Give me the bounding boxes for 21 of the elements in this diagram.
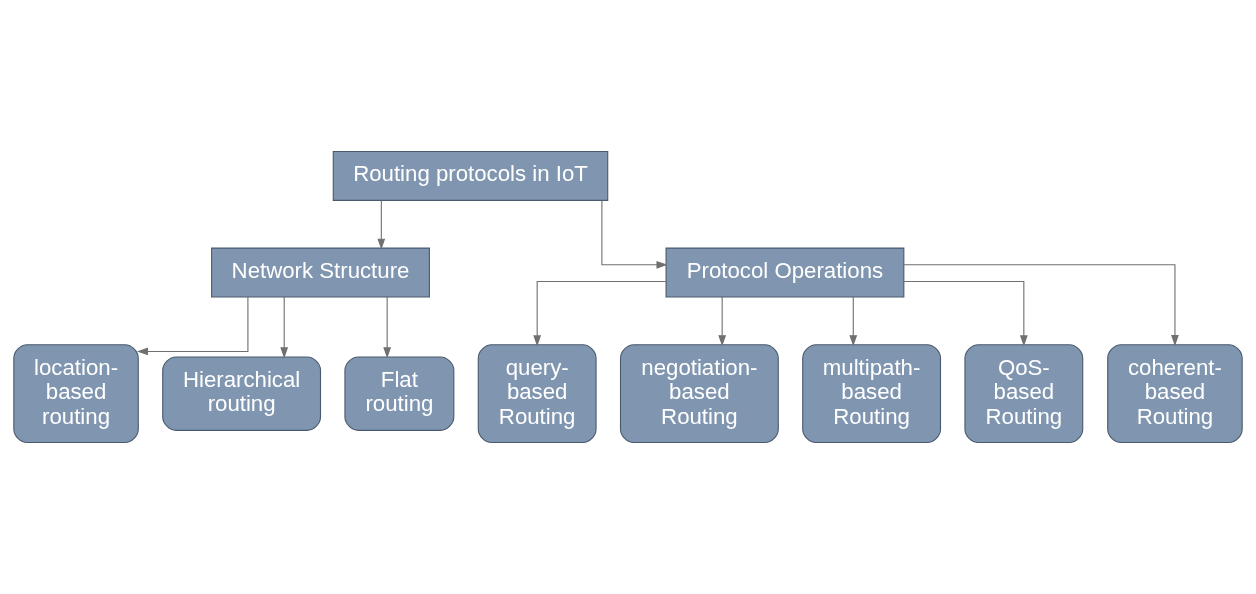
node-box: QoS-based Routing	[964, 344, 1084, 444]
arrow	[377, 200, 386, 250]
node-box: multipath-based Routing	[802, 344, 942, 444]
arrow	[280, 296, 289, 359]
arrow	[849, 296, 858, 347]
node-box: Network Structure	[211, 247, 430, 298]
arrow	[601, 200, 668, 269]
node-box: Flat routing	[344, 356, 455, 431]
node-box: negotiation-based Routing	[619, 344, 779, 444]
arrow	[903, 280, 1028, 347]
arrow	[903, 264, 1179, 347]
arrow	[136, 296, 249, 356]
node-box: Hierarchical routing	[162, 356, 322, 431]
arrow	[718, 296, 727, 347]
node-box: location-based routing	[13, 344, 139, 444]
node-box: coherent-based Routing	[1107, 344, 1243, 444]
arrow	[383, 296, 392, 359]
node-box: query-based Routing	[477, 344, 597, 444]
node-box: Routing protocols in IoT	[332, 150, 609, 201]
node-box: Protocol Operations	[665, 247, 905, 298]
arrow	[533, 280, 667, 347]
